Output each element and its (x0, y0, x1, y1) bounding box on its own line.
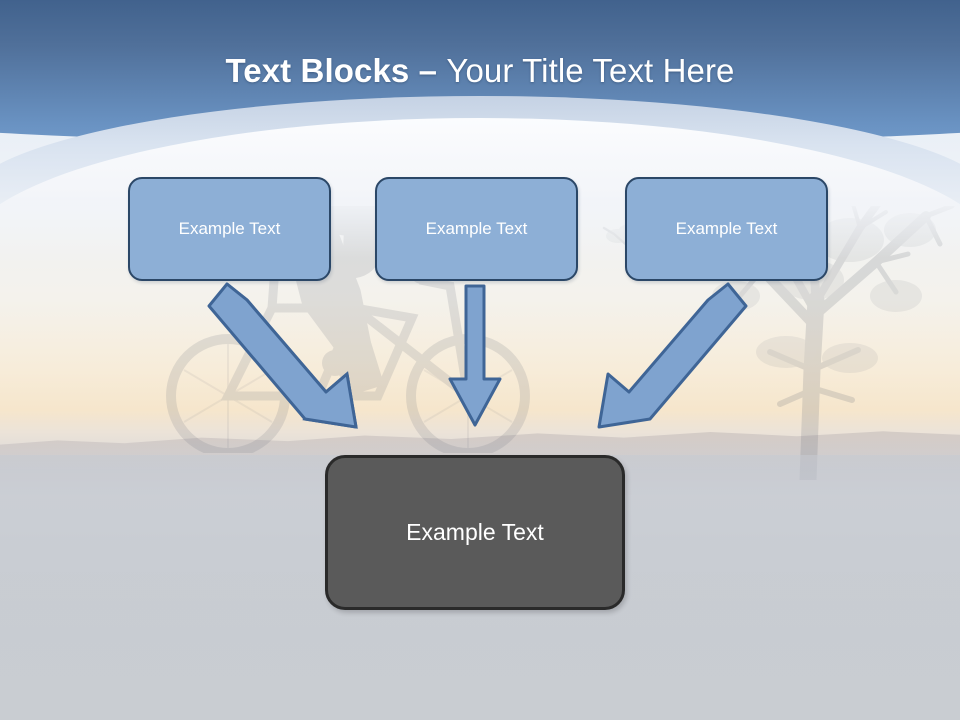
arrow-down-right-icon (205, 280, 375, 430)
page-title-bold: Text Blocks – (225, 52, 447, 89)
arrow-down-left-icon (580, 280, 750, 430)
result-text-block[interactable]: Example Text (325, 455, 625, 610)
arrow-down-icon (445, 283, 505, 429)
text-block-2-label: Example Text (425, 219, 528, 238)
result-text-block-label: Example Text (406, 519, 544, 545)
text-block-1-label: Example Text (178, 219, 281, 238)
page-title-light: Your Title Text Here (446, 52, 735, 89)
text-block-1[interactable]: Example Text (128, 177, 331, 281)
text-block-3-label: Example Text (675, 219, 778, 238)
page-title: Text Blocks – Your Title Text Here (0, 51, 960, 91)
text-block-3[interactable]: Example Text (625, 177, 828, 281)
text-block-2[interactable]: Example Text (375, 177, 578, 281)
